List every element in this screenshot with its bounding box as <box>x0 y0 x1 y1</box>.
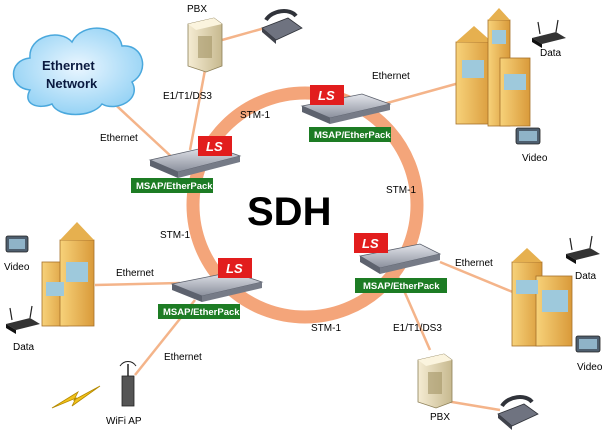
ls-badge-right <box>354 233 388 253</box>
msap-label-topleft: MSAP/EtherPack <box>136 181 213 192</box>
ethernet-cloud-icon: Ethernet Network <box>12 27 144 116</box>
sdh-ring <box>186 86 424 324</box>
ls-badge-bottomleft <box>218 258 252 278</box>
label-e1-top: E1/T1/DS3 <box>163 91 212 102</box>
ls-badge-text-topright: LS <box>318 88 335 103</box>
link-pbx-node1 <box>188 69 207 151</box>
label-e1-bottom: E1/T1/DS3 <box>393 323 442 334</box>
cloud-line2: Network <box>46 76 98 91</box>
router-right-icon <box>566 235 600 264</box>
office-buildings-topright-icon <box>455 8 531 127</box>
msap-label-topright: MSAP/EtherPack <box>314 130 391 141</box>
ls-badge-text-topleft: LS <box>206 139 223 154</box>
pbx-bottom-icon <box>417 353 453 409</box>
ls-badge-topleft <box>198 136 232 156</box>
phone-bottom-icon <box>497 395 539 430</box>
msap-label-bg-topleft <box>131 178 213 193</box>
link-node4-building-right <box>439 260 521 297</box>
link-node2-buildings <box>379 78 471 107</box>
pbx-top-label: PBX <box>187 4 207 15</box>
label-ethernet-topright: Ethernet <box>372 71 410 82</box>
label-ethernet-wifi: Ethernet <box>164 352 202 363</box>
ls-badge-text-bottomleft: LS <box>226 261 243 276</box>
label-stm1-left: STM-1 <box>160 230 190 241</box>
data-left-label: Data <box>13 342 35 353</box>
msap-node-bottomleft: LS MSAP/EtherPack <box>158 258 264 319</box>
router-left-icon <box>6 305 40 334</box>
video-right-icon <box>575 335 601 353</box>
label-stm1-bottom: STM-1 <box>311 323 341 334</box>
wifi-ap-icon <box>119 361 137 407</box>
label-ethernet-cloud: Ethernet <box>100 133 138 144</box>
office-buildings-left-icon <box>41 222 95 327</box>
office-buildings-right-icon <box>511 248 573 347</box>
data-right-label: Data <box>575 271 597 282</box>
label-stm1-top: STM-1 <box>240 110 270 121</box>
ls-badge-topright <box>310 85 344 105</box>
msap-node-right: LS MSAP/EtherPack <box>354 233 447 293</box>
data-topright-label: Data <box>540 48 562 59</box>
link-node3-building-left <box>94 281 181 287</box>
msap-label-bg-topright <box>309 127 391 142</box>
msap-node-topright: LS MSAP/EtherPack <box>300 85 392 142</box>
label-ethernet-left: Ethernet <box>116 268 154 279</box>
phone-top-icon <box>261 9 303 44</box>
video-topright-label: Video <box>522 153 548 164</box>
router-topright-icon <box>532 19 566 48</box>
msap-label-bg-bottomleft <box>158 304 240 319</box>
label-stm1-right: STM-1 <box>386 185 416 196</box>
video-right-label: Video <box>577 362 603 373</box>
pbx-top-icon: PBX <box>187 4 223 73</box>
sdh-title: SDH <box>247 190 331 234</box>
video-left-label: Video <box>4 262 30 273</box>
msap-label-bottomleft: MSAP/EtherPack <box>163 307 240 318</box>
msap-node-topleft: LS MSAP/EtherPack <box>131 136 242 193</box>
ls-badge-text-right: LS <box>362 236 379 251</box>
cloud-line1: Ethernet <box>42 58 95 73</box>
video-left-icon <box>5 235 29 253</box>
msap-label-right: MSAP/EtherPack <box>363 281 440 292</box>
lightning-icon <box>51 385 101 409</box>
msap-label-bg-right <box>355 278 447 293</box>
video-topright-icon <box>515 127 541 145</box>
pbx-bottom-label: PBX <box>430 412 450 423</box>
label-ethernet-right: Ethernet <box>455 258 493 269</box>
wifi-ap-label: WiFi AP <box>106 416 142 427</box>
